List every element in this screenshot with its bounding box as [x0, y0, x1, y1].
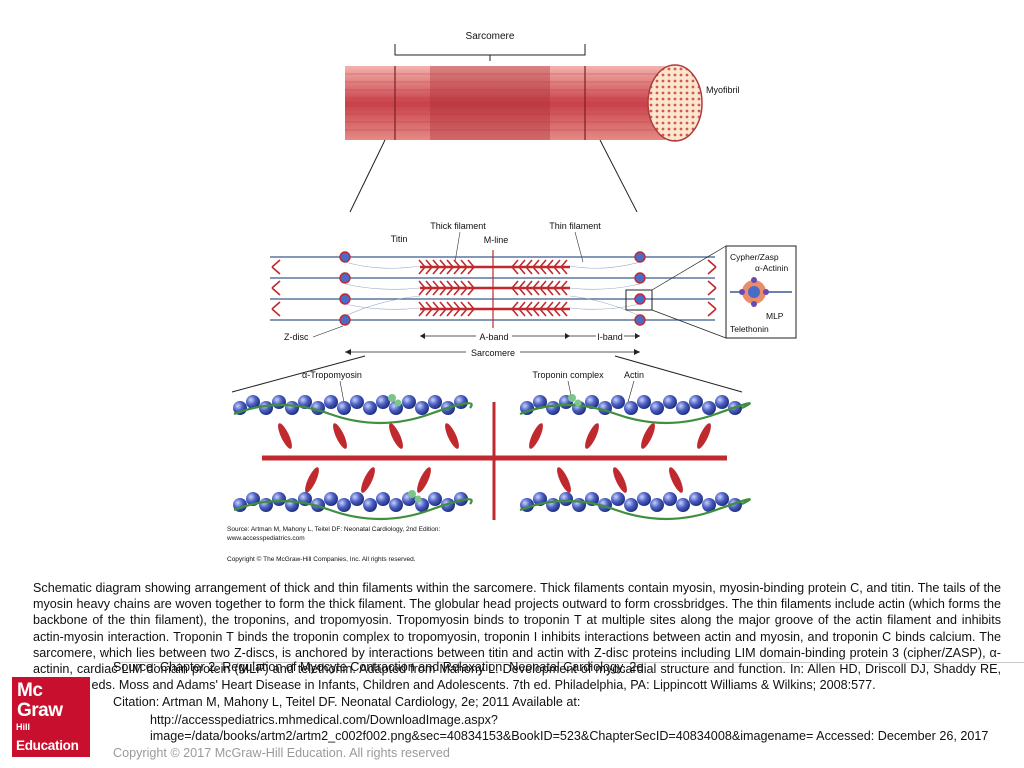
label-alpha-actinin: α-Actinin [755, 263, 789, 273]
image-copyright: Copyright © The McGraw-Hill Companies, I… [227, 555, 416, 563]
logo-line1: Mc [17, 680, 43, 701]
label-thick-filament: Thick filament [430, 221, 486, 231]
sarcomere-schematic: Titin Thick filament M-line Thin filamen… [231, 221, 797, 393]
logo-line3: Hill [16, 722, 31, 732]
logo-line2: Graw [17, 700, 63, 721]
mcgraw-hill-logo: Mc Graw Hill Education [12, 677, 90, 757]
label-m-line: M-line [484, 235, 509, 245]
image-source-line2: www.accesspediatrics.com [226, 535, 305, 542]
label-mlp: MLP [766, 311, 784, 321]
sarcomere-diagram: Sarcomere Myofibril Titin Thick filament… [226, 31, 797, 563]
label-alpha-tropomyosin: α-Tropomyosin [302, 370, 362, 380]
molecular-detail: α-Tropomyosin Troponin complex Actin [226, 370, 751, 563]
figure-caption: Schematic diagram showing arrangement of… [33, 581, 1001, 693]
label-i-band: I-band [597, 332, 623, 342]
footer-citation: Citation: Artman M, Mahony L, Teitel DF.… [113, 695, 581, 709]
label-titin: Titin [391, 234, 408, 244]
label-a-band: A-band [479, 332, 508, 342]
z-disc-inset: Cypher/Zasp α-Actinin MLP Telethonin [725, 245, 797, 339]
label-cypher-zasp: Cypher/Zasp [730, 252, 779, 262]
image-source-line1: Source: Artman M, Mahony L, Teitel DF: N… [227, 526, 440, 533]
label-z-disc: Z-disc [284, 332, 309, 342]
label-sarcomere-bottom: Sarcomere [471, 348, 515, 358]
footer-divider [113, 662, 1024, 663]
myofibril-illustration: Sarcomere Myofibril [345, 31, 740, 213]
label-thin-filament: Thin filament [549, 221, 601, 231]
actin-beads-right-top [520, 395, 742, 415]
label-actin: Actin [624, 370, 644, 380]
footer-url[interactable]: http://accesspediatrics.mhmedical.com/Do… [150, 713, 989, 743]
label-myofibril: Myofibril [706, 85, 740, 95]
footer-copyright: Copyright © 2017 McGraw-Hill Education. … [113, 746, 450, 760]
footer-source: Source: Chapter 2. Regulation of Myocyte… [113, 660, 644, 674]
label-troponin-complex: Troponin complex [532, 370, 604, 380]
actin-beads-left-bottom [233, 492, 468, 512]
logo-line4: Education [16, 738, 79, 753]
label-sarcomere-top: Sarcomere [466, 31, 515, 42]
label-telethonin: Telethonin [730, 324, 769, 334]
